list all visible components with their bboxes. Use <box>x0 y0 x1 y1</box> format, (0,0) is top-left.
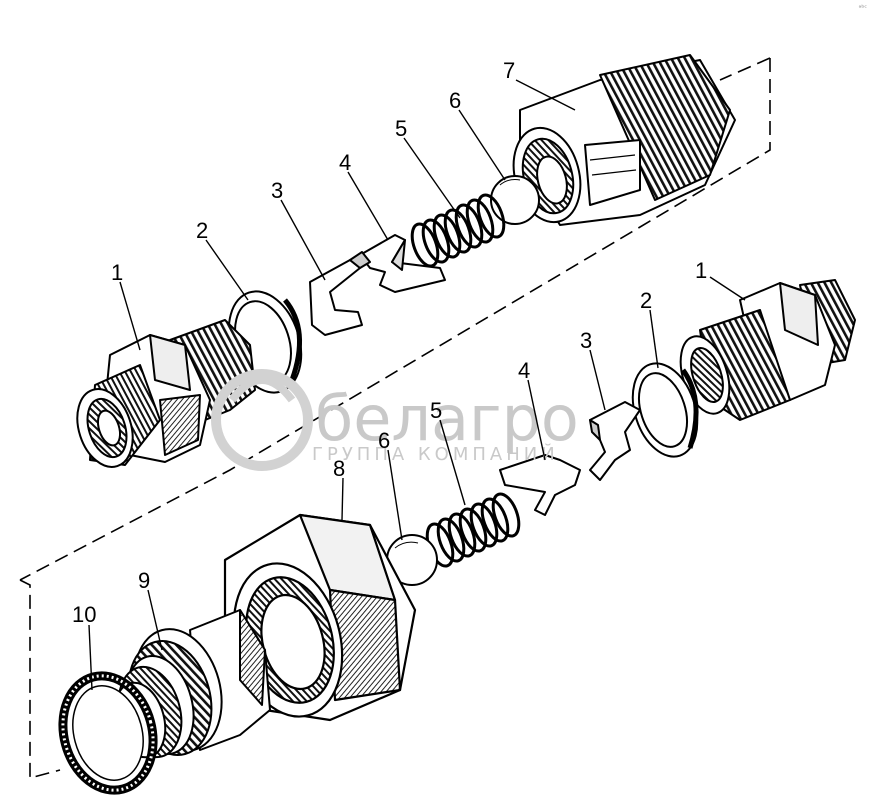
label-3-top: 3 <box>271 178 283 203</box>
label-7: 7 <box>503 58 515 83</box>
label-4-bottom: 4 <box>518 358 530 383</box>
dashed-axis-frames <box>19 57 771 780</box>
corner-mark: ᵃᵇᶜ <box>858 4 867 12</box>
label-5-top: 5 <box>395 116 407 141</box>
label-3-bottom: 3 <box>580 328 592 353</box>
label-2-bottom: 2 <box>640 288 652 313</box>
part-1-fitting-bottom <box>679 279 856 421</box>
part-5-spring-top <box>410 193 506 268</box>
part-5-spring-bottom <box>425 492 521 568</box>
label-4-top: 4 <box>339 150 351 175</box>
part-labels: 7 6 5 4 3 2 1 1 2 3 4 5 6 8 9 10 <box>72 58 707 627</box>
part-4-retainer-top <box>359 234 446 293</box>
watermark: белагро ГРУППА КОМПАНИЙ <box>211 369 579 471</box>
part-3-clip-bottom <box>589 401 641 481</box>
part-6-ball-top <box>490 175 540 225</box>
label-6-bottom: 6 <box>378 428 390 453</box>
label-1-bottom: 1 <box>695 258 707 283</box>
label-2-top: 2 <box>196 218 208 243</box>
label-5-bottom: 5 <box>430 398 442 423</box>
label-8: 8 <box>333 456 345 481</box>
watermark-tagline: ГРУППА КОМПАНИЙ <box>312 443 559 465</box>
leader-lines <box>88 79 746 691</box>
label-9: 9 <box>138 568 150 593</box>
part-2-washer-bottom <box>631 362 699 458</box>
part-4-retainer-bottom <box>499 454 581 516</box>
label-1-top: 1 <box>111 260 123 285</box>
label-10: 10 <box>72 602 96 627</box>
part-3-clip-top <box>309 251 371 336</box>
label-6-top: 6 <box>449 88 461 113</box>
part-1-fitting-top <box>76 319 256 468</box>
part-10-o-ring <box>58 671 158 795</box>
